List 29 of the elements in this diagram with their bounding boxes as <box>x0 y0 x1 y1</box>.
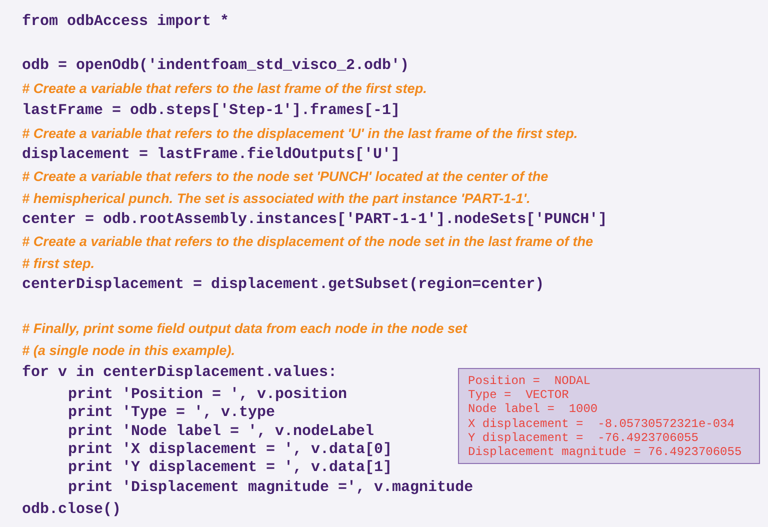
output-line: Node label = 1000 <box>468 402 599 417</box>
code-line: from odbAccess import * <box>22 13 230 31</box>
code-line: print 'Position = ', v.position <box>68 386 348 404</box>
output-line: X displacement = -8.05730572321e-034 <box>468 416 736 431</box>
code-comment: # hemispherical punch. The set is associated with the part instance 'PART-1-1'. <box>22 190 530 208</box>
code-line: for v in centerDisplacement.values: <box>22 364 338 382</box>
code-line: print 'X displacement = ', v.data[0] <box>68 441 392 459</box>
code-comment: # Create a variable that refers to the displacement 'U' in the last frame of the first step. <box>22 125 578 143</box>
output-line: Type = VECTOR <box>468 388 570 402</box>
output-line: Y displacement = -76.4923706055 <box>468 430 700 446</box>
code-line: print 'Y displacement = ', v.data[1] <box>68 459 392 477</box>
code-line: print 'Node label = ', v.nodeLabel <box>68 423 374 441</box>
output-line: Position = NODAL <box>468 374 592 388</box>
output-panel <box>458 368 760 464</box>
code-line: odb.close() <box>22 501 122 519</box>
code-line: center = odb.rootAssembly.instances['PART-1-1'].nodeSets['PUNCH'] <box>22 211 608 229</box>
code-comment: # (a single node in this example). <box>22 342 236 360</box>
code-line: print 'Displacement magnitude =', v.magnitude <box>68 479 474 497</box>
output-line: Displacement magnitude = 76.4923706055 <box>468 445 743 460</box>
code-comment: # Create a variable that refers to the node set 'PUNCH' located at the center of the <box>22 168 548 186</box>
code-line: lastFrame = odb.steps['Step-1'].frames[-1] <box>22 102 400 120</box>
code-line: print 'Type = ', v.type <box>68 404 276 422</box>
code-line: odb = openOdb('indentfoam_std_visco_2.odb') <box>22 57 410 75</box>
code-comment: # Finally, print some field output data from each node in the node set <box>22 320 468 338</box>
code-comment: # Create a variable that refers to the displacement of the node set in the last frame of the <box>22 233 594 251</box>
code-line: displacement = lastFrame.fieldOutputs['U'] <box>22 146 400 164</box>
code-line: centerDisplacement = displacement.getSubset(region=center) <box>22 276 544 294</box>
code-comment: # Create a variable that refers to the last frame of the first step. <box>22 80 427 98</box>
code-comment: # first step. <box>22 255 95 273</box>
